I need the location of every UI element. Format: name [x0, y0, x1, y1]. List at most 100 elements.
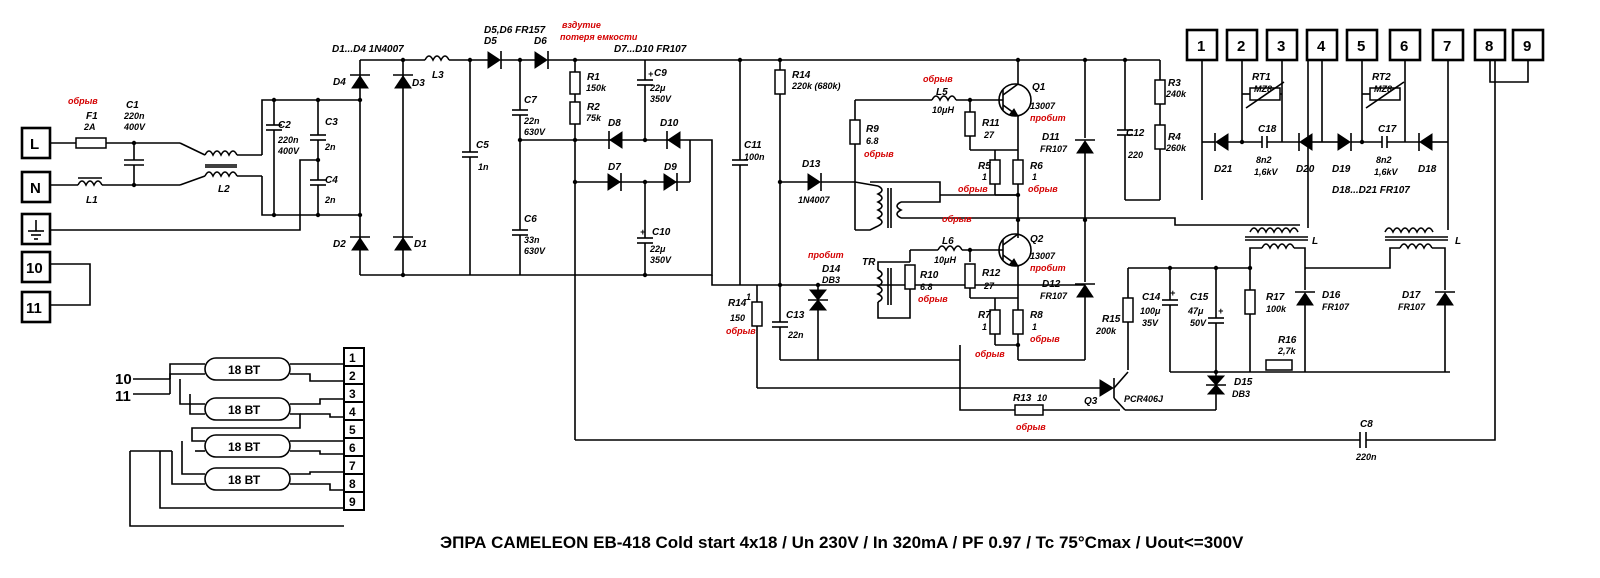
lamp-terminal-4: 4 — [349, 405, 356, 419]
label-R3: R3 — [1168, 78, 1181, 89]
value-R3: 240k — [1165, 89, 1187, 99]
label-C18: C18 — [1258, 124, 1277, 135]
lamp-terminal-1: 1 — [349, 351, 356, 365]
label-D3: D3 — [412, 78, 425, 89]
svg-text:+: + — [640, 227, 646, 237]
note-obryv-r10: обрыв — [918, 294, 948, 304]
value-C10-v: 350V — [650, 255, 672, 265]
resistor-R2 — [569, 101, 581, 125]
value-D12: FR107 — [1040, 291, 1068, 301]
label-R12: R12 — [982, 268, 1001, 279]
svg-text:+: + — [1170, 288, 1176, 298]
transistor-Q2 — [998, 233, 1032, 267]
lamp-terminal-8: 8 — [349, 477, 356, 491]
output-section: 1 2 3 4 5 6 7 8 9 D21 RT1 MZ8 C1 — [575, 28, 1545, 462]
label-C17: C17 — [1378, 124, 1397, 135]
resistor-R14 — [774, 69, 786, 95]
label-R6: R6 — [1030, 161, 1043, 172]
out-terminal-1: 1 — [1197, 38, 1205, 55]
value-C1-v: 400V — [123, 122, 146, 132]
value-Q3: PCR406J — [1124, 394, 1164, 404]
lamp-3-label: 18 ВТ — [228, 440, 261, 454]
input-filter: обрыв F1 2A L1 C1 220n 400V L2 C2 — [50, 96, 360, 231]
label-D11: D11 — [1042, 132, 1060, 143]
note-obryv-r6: обрыв — [1028, 184, 1058, 194]
value-C15-v: 50V — [1190, 318, 1207, 328]
resistor-R10 — [904, 264, 916, 290]
label-D4: D4 — [333, 77, 346, 88]
value-Q2: 13007 — [1030, 251, 1056, 261]
lamp-4-label: 18 ВТ — [228, 473, 261, 487]
resistor-R4 — [1154, 124, 1166, 150]
value-C18-v: 1,6kV — [1254, 167, 1279, 177]
value-D11: FR107 — [1040, 144, 1068, 154]
value-R4: 260k — [1165, 143, 1187, 153]
note-probit-q2: пробит — [1030, 263, 1066, 273]
resistor-R7 — [989, 309, 1001, 335]
label-D17: D17 — [1402, 290, 1421, 301]
note-obryv-f1: обрыв — [68, 96, 98, 106]
label-L-out-2: L — [1455, 236, 1461, 247]
label-C1: C1 — [126, 100, 139, 111]
label-D9: D9 — [664, 162, 677, 173]
value-C17-v: 1,6kV — [1374, 167, 1399, 177]
resistor-R5 — [989, 159, 1001, 185]
label-D21: D21 — [1214, 164, 1233, 175]
lamp-3 — [204, 434, 291, 458]
out-terminal-4: 4 — [1317, 38, 1326, 55]
label-C2: C2 — [278, 120, 291, 131]
value-D13: 1N4007 — [798, 195, 831, 205]
value-L6: 10μH — [934, 255, 956, 265]
lamp-terminal-box-9 — [343, 491, 365, 511]
label-L1: L1 — [86, 195, 98, 206]
resistor-R9 — [849, 119, 861, 145]
lamp-4 — [204, 467, 291, 491]
protection-circuit: R15 200k + C14 100μ 35V + C15 47μ 50V D1… — [757, 265, 1455, 411]
note-obryv-r13: обрыв — [1016, 422, 1046, 432]
label-RT1: RT1 — [1252, 72, 1271, 83]
note-obryv-r5: обрыв — [958, 184, 988, 194]
label-R7: R7 — [978, 310, 991, 321]
label-D18: D18 — [1418, 164, 1437, 175]
lamp-1-label: 18 ВТ — [228, 363, 261, 377]
value-C13: 22n — [787, 330, 804, 340]
label-Q3: Q3 — [1084, 396, 1098, 407]
value-R2: 75k — [586, 113, 602, 123]
label-R8: R8 — [1030, 310, 1043, 321]
label-L3: L3 — [432, 70, 444, 81]
value-C11: 100n — [744, 152, 765, 162]
lamp-1 — [204, 357, 291, 381]
label-R14: R14 — [792, 70, 811, 81]
resistor-R14-prime — [751, 301, 763, 327]
label-L6: L6 — [942, 236, 954, 247]
value-C18: 8n2 — [1256, 155, 1272, 165]
lamp-terminal-6: 6 — [349, 441, 356, 455]
label-C13: C13 — [786, 310, 805, 321]
value-C6: 33n — [524, 235, 540, 245]
label-D1: D1 — [414, 239, 427, 250]
label-R9: R9 — [866, 124, 879, 135]
label-D6: D6 — [534, 36, 547, 47]
terminal-11: 11 — [26, 300, 42, 317]
value-C1: 220n — [123, 111, 145, 121]
lamp-input-11: 11 — [115, 388, 131, 405]
lamp-terminal-2: 2 — [349, 369, 356, 383]
terminal-N: N — [30, 180, 41, 197]
fuse-F1 — [75, 137, 107, 149]
label-D16: D16 — [1322, 290, 1341, 301]
label-D13: D13 — [802, 159, 821, 170]
lamp-2 — [204, 397, 291, 421]
label-D8: D8 — [608, 118, 621, 129]
label-D18D21: D18...D21 FR107 — [1332, 185, 1410, 196]
value-C15: 47μ — [1187, 306, 1204, 316]
label-D20: D20 — [1296, 164, 1315, 175]
label-R14-prime: R14 — [728, 298, 747, 309]
value-D17: FR107 — [1398, 302, 1426, 312]
pfc-section: L3 D5 D6 D5,D6 FR157 C5 1n C7 22n 630V C… — [424, 25, 1085, 276]
value-C14: 100μ — [1140, 306, 1161, 316]
label-C8: C8 — [1360, 419, 1373, 430]
note-probit-d14: пробит — [808, 250, 844, 260]
label-F1: F1 — [86, 111, 98, 122]
label-C7: C7 — [524, 95, 537, 106]
